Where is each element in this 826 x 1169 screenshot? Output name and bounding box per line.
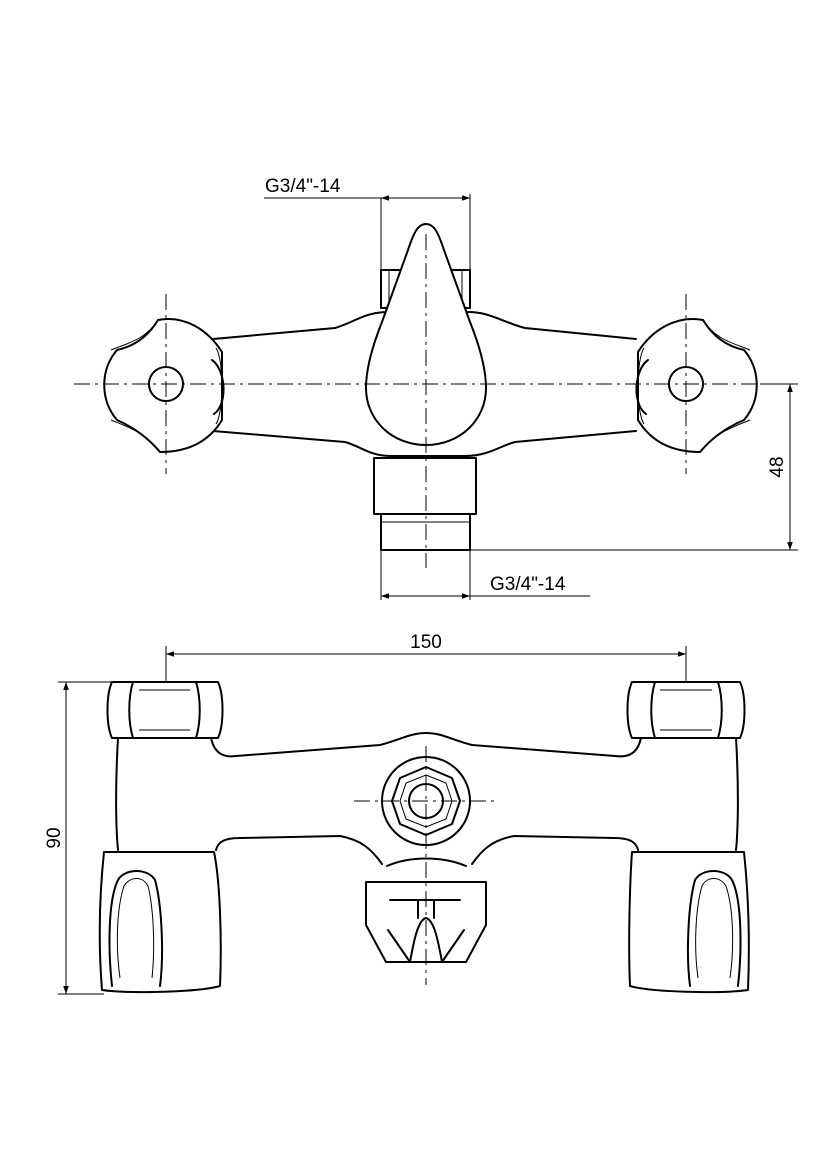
centre-distance-dimension: 150 [165,632,687,682]
left-handle-front [98,851,222,994]
top-view: G3/4"-14 48 G3/4"-14 [74,176,798,600]
top-thread-label: G3/4"-14 [265,176,341,197]
height-offset-label: 48 [767,456,788,477]
left-handle-knob [103,318,225,453]
top-thread-dimension: G3/4"-14 [264,176,471,270]
diverter-arc [386,857,467,867]
right-handle-front [628,851,750,994]
right-handle-knob [635,318,758,453]
bottom-outlet-body [373,457,477,515]
bottom-thread-dimension: G3/4"-14 [380,550,590,600]
overall-height-dimension: 90 [44,681,112,995]
left-hex-nut [106,681,224,739]
overall-height-label: 90 [44,827,65,848]
height-offset-dimension: 48 [470,383,798,551]
right-hex-nut [626,681,746,739]
centre-distance-label: 150 [410,632,442,653]
bottom-thread-label: G3/4"-14 [490,574,566,595]
front-view: 150 90 [44,632,750,995]
